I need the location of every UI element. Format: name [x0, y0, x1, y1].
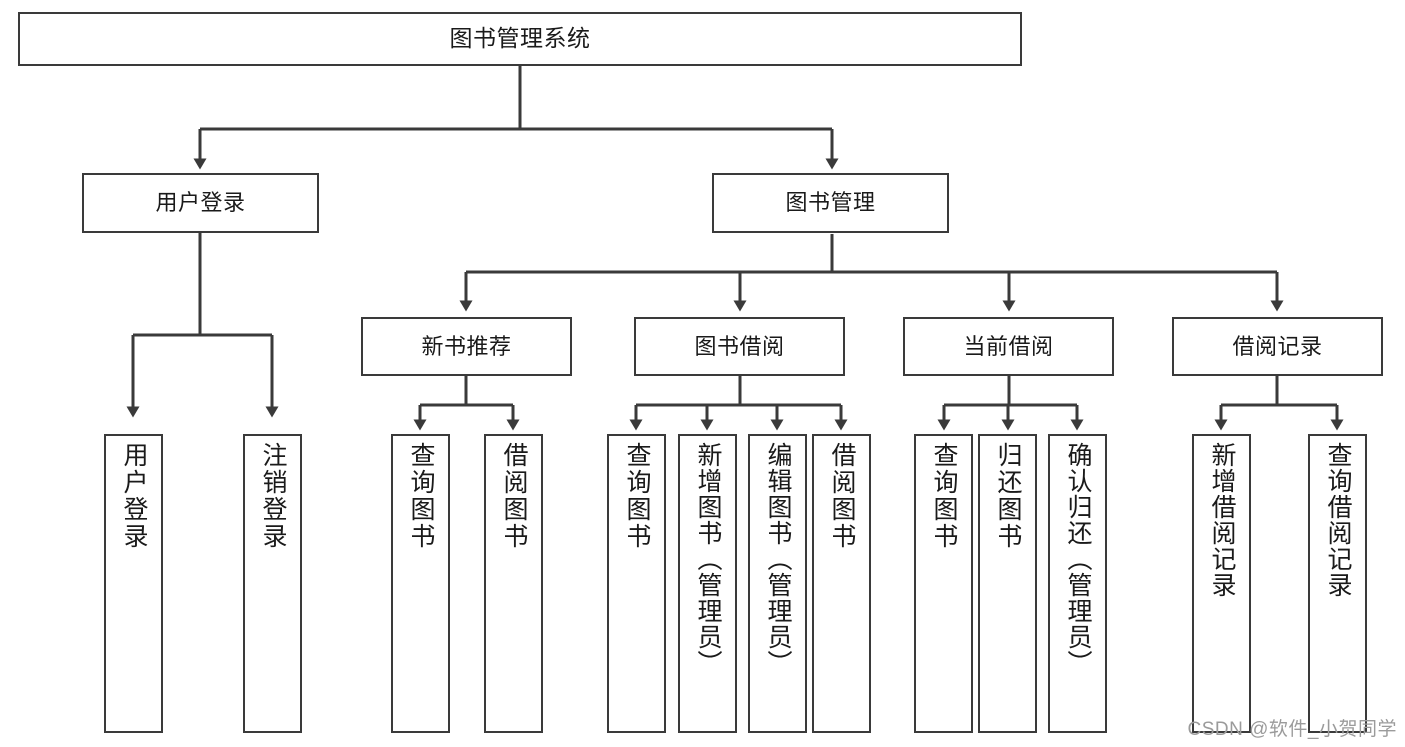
node-book-borrow[interactable]: 图书借阅 [634, 317, 845, 376]
node-label: 新书推荐 [421, 333, 512, 359]
node-label: 查询图书 [930, 442, 958, 550]
node-label: 确认归还（管理员） [1064, 442, 1092, 676]
leaf-borrow-book-recommend[interactable]: 借阅图书 [484, 434, 543, 733]
node-label: 编辑图书（管理员） [764, 442, 792, 676]
leaf-confirm-return-admin[interactable]: 确认归还（管理员） [1048, 434, 1107, 733]
node-label: 图书管理系统 [449, 25, 591, 52]
node-book-management[interactable]: 图书管理 [712, 173, 949, 233]
node-label: 借阅图书 [828, 442, 856, 550]
node-label: 用户登录 [155, 190, 246, 216]
node-new-book-recommend[interactable]: 新书推荐 [361, 317, 572, 376]
watermark-text: CSDN @软件_小贺同学 [1187, 719, 1397, 740]
leaf-query-book-current[interactable]: 查询图书 [914, 434, 973, 733]
node-user-login[interactable]: 用户登录 [82, 173, 319, 233]
node-label: 新增图书（管理员） [694, 442, 722, 676]
leaf-user-login[interactable]: 用户登录 [104, 434, 163, 733]
node-root-system[interactable]: 图书管理系统 [18, 12, 1022, 66]
node-current-borrow[interactable]: 当前借阅 [903, 317, 1114, 376]
node-borrow-record[interactable]: 借阅记录 [1172, 317, 1383, 376]
node-label: 归还图书 [994, 442, 1022, 550]
node-label: 查询图书 [623, 442, 651, 550]
node-label: 当前借阅 [963, 333, 1054, 359]
leaf-borrow-book[interactable]: 借阅图书 [812, 434, 871, 733]
node-label: 新增借阅记录 [1208, 442, 1236, 598]
node-label: 注销登录 [259, 442, 287, 550]
leaf-edit-book-admin[interactable]: 编辑图书（管理员） [748, 434, 807, 733]
node-label: 借阅图书 [500, 442, 528, 550]
node-label: 借阅记录 [1232, 333, 1323, 359]
node-label: 用户登录 [120, 442, 148, 550]
leaf-add-borrow-record[interactable]: 新增借阅记录 [1192, 434, 1251, 733]
leaf-query-book-borrow[interactable]: 查询图书 [607, 434, 666, 733]
node-label: 查询借阅记录 [1324, 442, 1352, 598]
node-label: 图书管理 [785, 190, 876, 216]
node-label: 图书借阅 [694, 333, 785, 359]
leaf-logout[interactable]: 注销登录 [243, 434, 302, 733]
node-label: 查询图书 [407, 442, 435, 550]
leaf-query-borrow-record[interactable]: 查询借阅记录 [1308, 434, 1367, 733]
leaf-return-book[interactable]: 归还图书 [978, 434, 1037, 733]
leaf-query-book-recommend[interactable]: 查询图书 [391, 434, 450, 733]
leaf-add-book-admin[interactable]: 新增图书（管理员） [678, 434, 737, 733]
